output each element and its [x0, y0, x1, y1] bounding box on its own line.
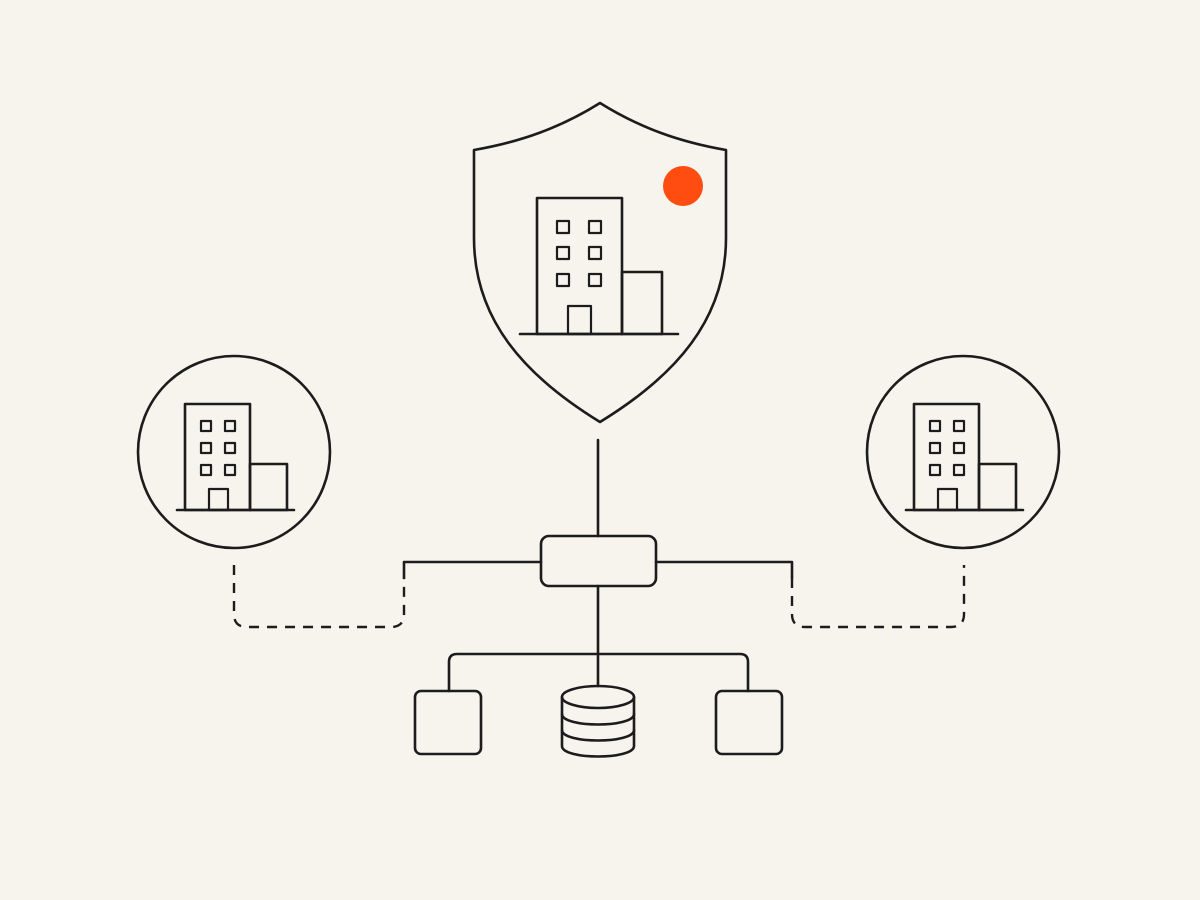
- right-resource-square-node-icon: [714, 689, 784, 756]
- office-building-icon: [904, 402, 1025, 512]
- right-satellite-node: [865, 354, 1061, 550]
- hub-left-link: [402, 560, 543, 580]
- office-building-icon: [175, 402, 296, 512]
- shield-icon: [472, 101, 728, 424]
- resources-branch: [447, 652, 750, 693]
- left-dashed-connection: [232, 565, 406, 629]
- office-building-icon: [518, 196, 680, 336]
- status-indicator-dot: [663, 166, 703, 206]
- left-satellite-node: [136, 354, 332, 550]
- hub-node: [539, 534, 658, 588]
- hub-right-link: [654, 560, 794, 580]
- right-dashed-connection: [790, 565, 966, 629]
- central-shield-node: [472, 101, 728, 424]
- database-icon: [560, 684, 636, 758]
- left-resource-square-node-icon: [413, 689, 483, 756]
- left-satellite-circle: [136, 354, 332, 550]
- right-satellite-circle: [865, 354, 1061, 550]
